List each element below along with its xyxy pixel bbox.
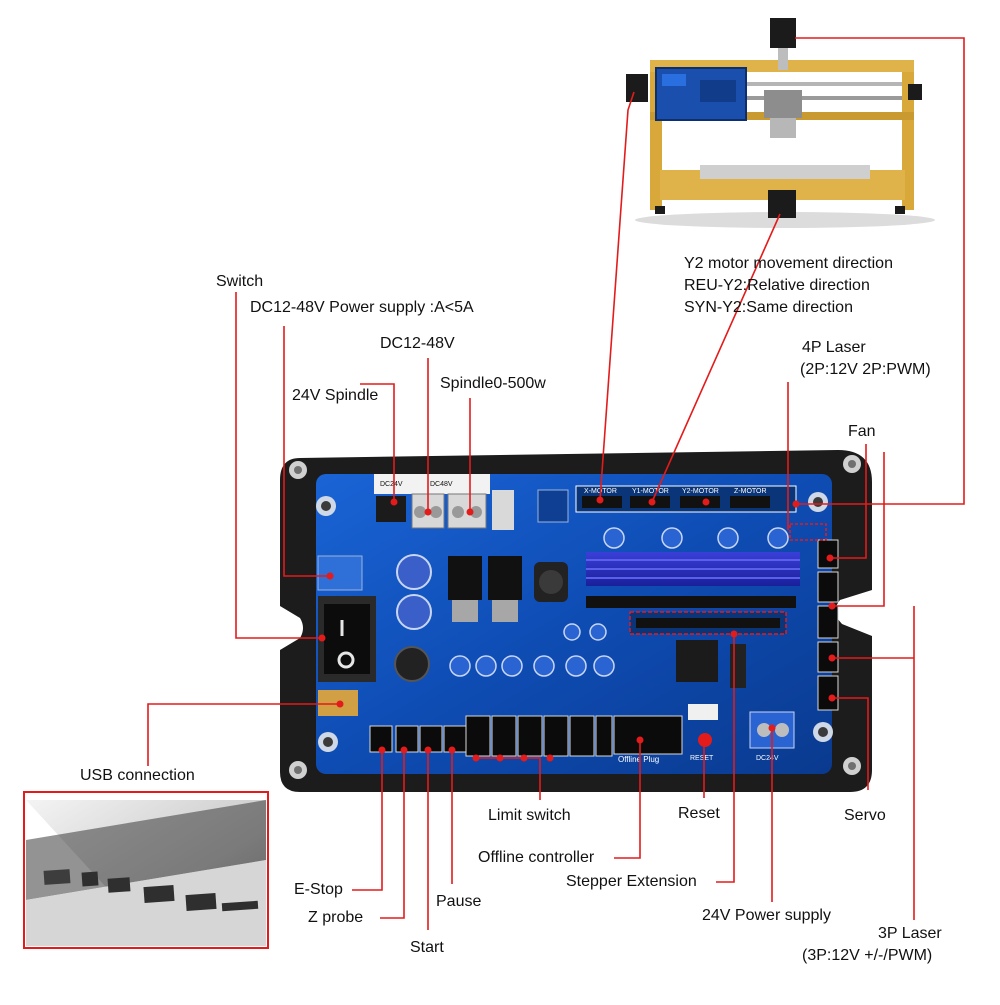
callout-line-y2-motor [651, 213, 781, 503]
label-fan: Fan [848, 423, 876, 440]
label-limit-switch: Limit switch [488, 807, 571, 824]
label-stepper-extension: Stepper Extension [566, 873, 697, 890]
label-usb-connection: USB connection [80, 767, 195, 784]
callout-line-estop [352, 750, 383, 891]
label-3p-laser: 3P Laser [878, 925, 942, 942]
label-pause: Pause [436, 893, 482, 910]
label-4p-laser: 4P Laser [802, 339, 866, 356]
label-power-supply: DC12-48V Power supply :A<5A [250, 299, 474, 316]
label-switch: Switch [216, 273, 264, 290]
callout-line-power-supply [283, 326, 330, 577]
callout-line-24v-spindle [360, 383, 395, 502]
label-servo: Servo [844, 807, 886, 824]
label-spindle-500w: Spindle0-500w [440, 375, 546, 392]
label-24v-spindle: 24V Spindle [292, 387, 379, 404]
label-dc12-48v: DC12-48V [380, 335, 455, 352]
label-start: Start [410, 939, 444, 956]
callout-line-fan [830, 444, 867, 559]
callout-line-zprobe [380, 750, 405, 919]
silk-offline-plug: Offline Plug [618, 755, 659, 764]
label-reset: Reset [678, 805, 720, 822]
silk-reset: RESET [690, 755, 714, 762]
laptop-illustration [23, 791, 269, 949]
silk-z-motor: Z-MOTOR [734, 488, 767, 495]
silk-y2-motor: Y2-MOTOR [682, 488, 719, 495]
silk-dc24v: DC24V [380, 481, 403, 488]
label-y2-same: SYN-Y2:Same direction [684, 299, 853, 316]
silk-dc24v-in: DC24V [756, 755, 779, 762]
label-estop: E-Stop [294, 881, 343, 898]
callout-line-laser-connector [832, 452, 885, 607]
callout-line-z-motor [795, 37, 965, 505]
callout-line-usb [147, 703, 340, 766]
label-offline-controller: Offline controller [478, 849, 595, 866]
label-24v-power-supply: 24V Power supply [702, 907, 831, 924]
silk-dc48v: DC48V [430, 481, 453, 488]
callout-line-stepper-ext [716, 634, 735, 883]
label-3p-laser-spec: (3P:12V +/-/PWM) [802, 947, 933, 964]
controller-pcb: DC24V DC48V X-MOTOR Y1-MOTOR Y2-MOTOR Z-… [316, 474, 839, 774]
cnc-machine-illustration [612, 12, 957, 232]
silk-y1-motor: Y1-MOTOR [632, 488, 669, 495]
callout-line-switch [235, 292, 322, 639]
callout-dots [318, 496, 836, 762]
label-y2-relative: REU-Y2:Relative direction [684, 277, 870, 294]
label-4p-laser-spec: (2P:12V 2P:PWM) [800, 361, 931, 378]
callout-line-x-motor [599, 91, 635, 501]
label-zprobe: Z probe [308, 909, 364, 926]
callout-box-4p-laser [789, 523, 827, 541]
callout-line-offline [614, 740, 641, 859]
label-y2-direction: Y2 motor movement direction [684, 255, 893, 272]
callout-line-servo [832, 697, 869, 790]
